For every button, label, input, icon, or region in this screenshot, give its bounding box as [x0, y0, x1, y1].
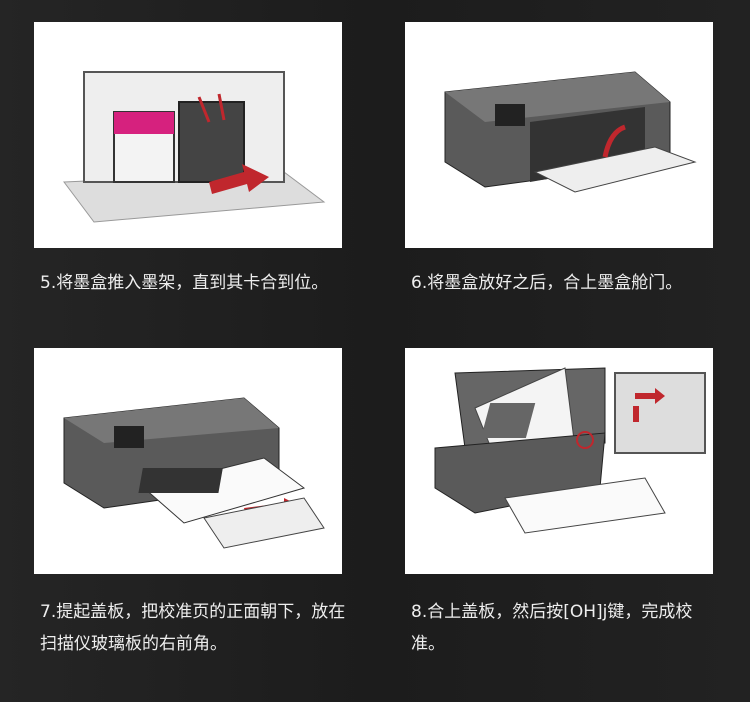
- step-8-image: [405, 348, 713, 574]
- step-6-image: [405, 22, 713, 248]
- step-8-caption: 8.合上盖板，然后按[OH]j键，完成校准。: [411, 602, 693, 654]
- step-7-caption: 7.提起盖板，把校准页的正面朝下，放在扫描仪玻璃板的右前角。: [40, 602, 346, 654]
- step-5-image: [34, 22, 342, 248]
- step-6-caption: 6.将墨盒放好之后，合上墨盒舱门。: [411, 273, 683, 293]
- step-7-image: [34, 348, 342, 574]
- step-5-caption: 5.将墨盒推入墨架，直到其卡合到位。: [40, 273, 329, 293]
